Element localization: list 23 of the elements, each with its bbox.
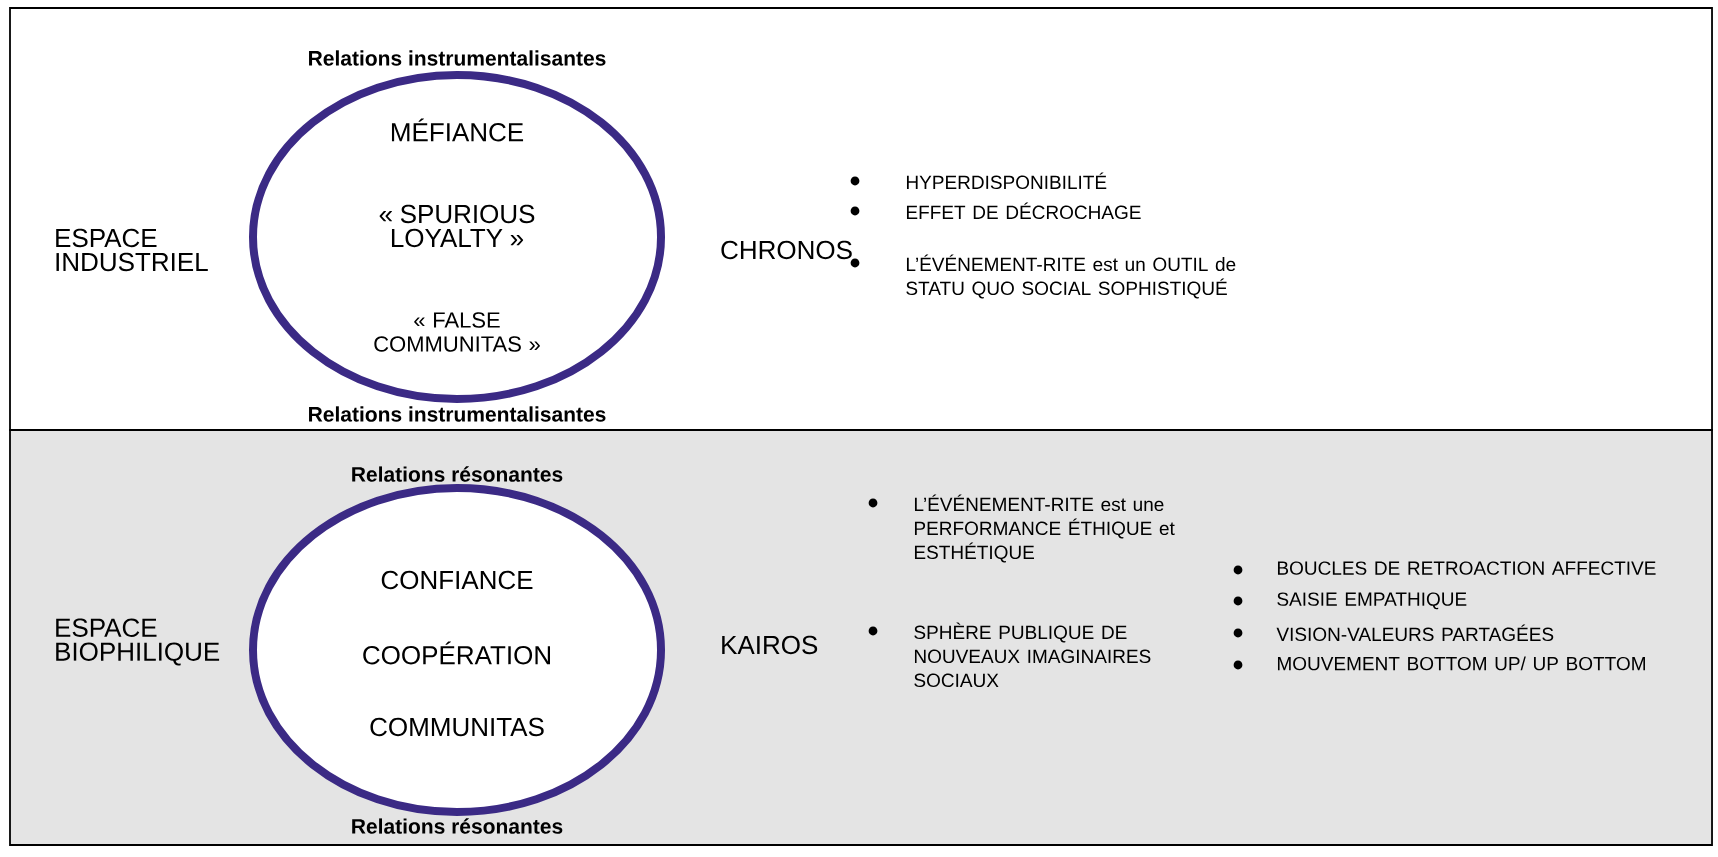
arc-label: Relations résonantes (352, 466, 563, 482)
ellipse-text: « FALSE COMMUNITAS » (374, 312, 540, 352)
arc-label: Relations instrumentalisantes (309, 406, 606, 422)
bullet-text: BOUCLES DE RETROACTION AFFECTIVE (1278, 561, 1656, 575)
arc-label: Relations résonantes (352, 818, 563, 834)
ellipse-text: COMMUNITAS (370, 717, 544, 737)
band-label: ESPACE INDUSTRIEL (56, 228, 208, 272)
bullet-text: VISION-VALEURS PARTAGÉES (1276, 624, 1554, 642)
arc-label: Relations instrumentalisantes (309, 50, 606, 66)
bullet-text: MOUVEMENT BOTTOM UP/ UP BOTTOM (1278, 656, 1645, 671)
ellipse-text: COOPÉRATION (363, 641, 550, 665)
bullet-text: HYPERDISPONIBILITÉ (907, 172, 1107, 190)
ellipse-text: « SPURIOUS LOYALTY » (379, 204, 535, 248)
band-label: ESPACE BIOPHILIQUE (56, 618, 220, 666)
bullet-text: SAISIE EMPATHIQUE (1277, 592, 1467, 610)
bullet-text: L’ÉVÉNEMENT-RITE est un OUTIL de STATU QUO SOCIAL SOPHISTIQUÉ (906, 254, 1236, 299)
bullet-text: SPHÈRE PUBLIQUE DE NOUVEAUX IMAGINAIRES SOCIAUX (914, 622, 1151, 688)
ellipse-text: CONFIANCE (381, 570, 533, 590)
band-label: KAIROS (722, 635, 818, 655)
bullet-text: EFFET DE DÉCROCHAGE (907, 202, 1141, 220)
bullet-text: L’ÉVÉNEMENT-RITE est une PERFORMANCE ÉTHIQUE et ESTHÉTIQUE (915, 494, 1175, 563)
band-label: CHRONOS (721, 240, 852, 260)
ellipse-text: MÉFIANCE (391, 118, 524, 142)
